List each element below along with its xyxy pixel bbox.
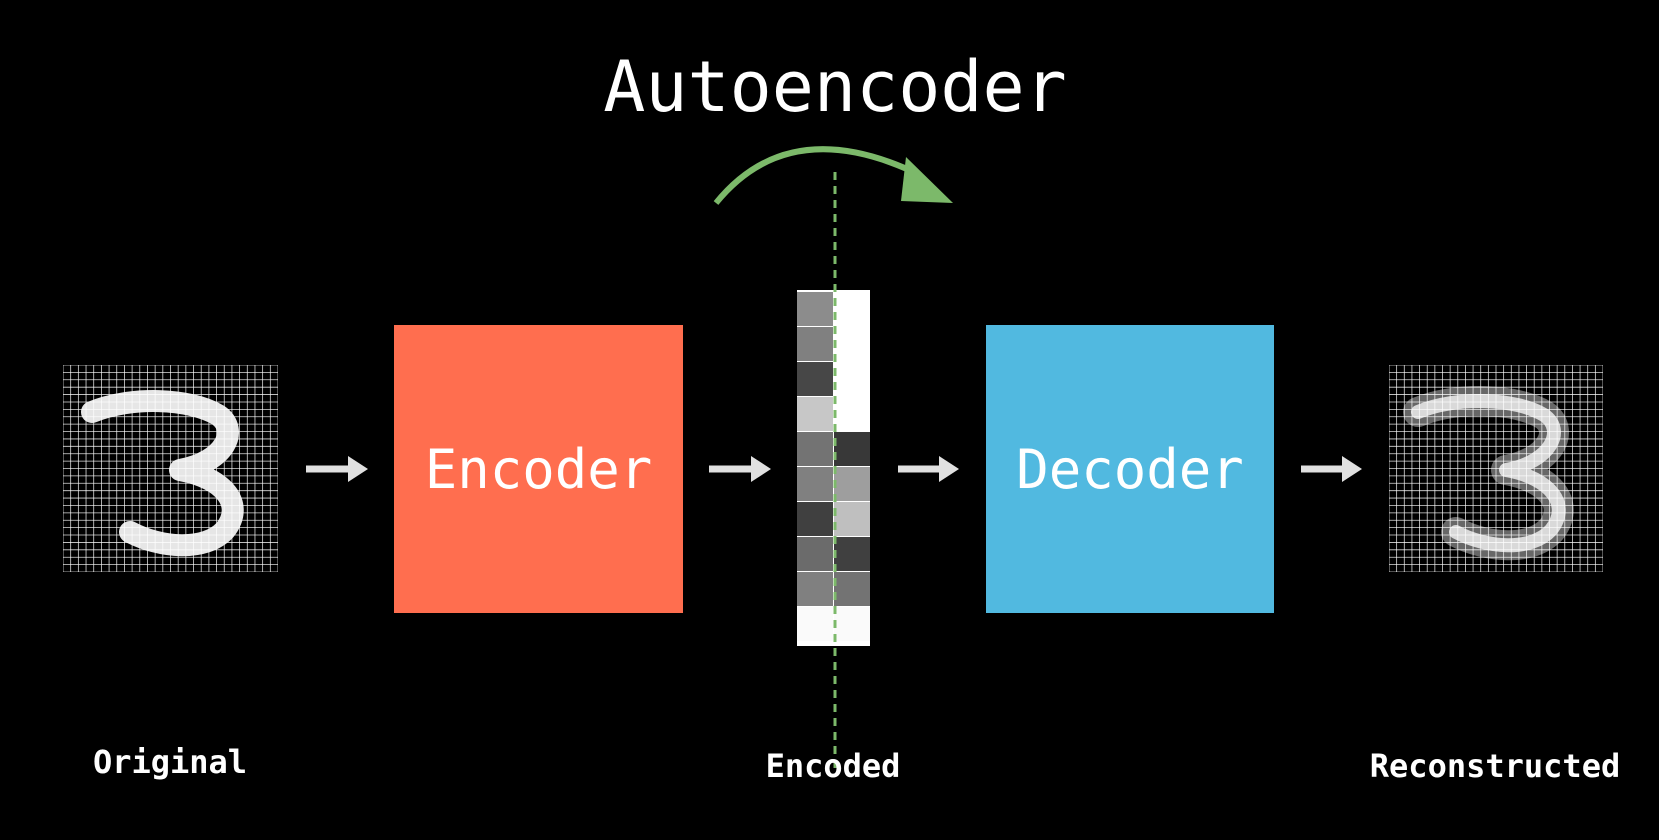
- encoded-cell: [797, 362, 833, 396]
- curved-arrow-icon: [713, 146, 953, 205]
- encoded-cell: [834, 397, 870, 431]
- encoded-cell: [797, 572, 833, 606]
- encoded-cell: [797, 432, 833, 466]
- encoded-cell: [834, 572, 870, 606]
- encoded-cell: [797, 397, 833, 431]
- encoded-cell: [797, 327, 833, 361]
- encoded-cell: [834, 502, 870, 536]
- encoder-block: Encoder: [394, 325, 683, 613]
- reconstructed-digit-image: [1389, 365, 1603, 572]
- arrow-right-icon: [898, 456, 959, 482]
- encoded-caption: Encoded: [765, 747, 901, 785]
- encoded-cell: [834, 537, 870, 571]
- encoded-cell: [797, 292, 833, 326]
- encoded-cell: [834, 607, 870, 641]
- original-digit-image: [63, 365, 278, 572]
- encoded-cell: [834, 292, 870, 326]
- encoded-cell: [797, 502, 833, 536]
- encoded-cell: [834, 432, 870, 466]
- encoded-cell: [797, 467, 833, 501]
- original-caption: Original: [92, 743, 248, 781]
- pixel-grid: [1389, 365, 1603, 572]
- encoded-cell: [797, 537, 833, 571]
- pixel-grid: [63, 365, 278, 572]
- encoded-cell: [797, 607, 833, 641]
- diagram-title: Autoencoder: [603, 46, 1067, 128]
- encoded-cell: [834, 327, 870, 361]
- encoded-cell: [834, 467, 870, 501]
- arrow-right-icon: [306, 456, 368, 482]
- decoder-label: Decoder: [1016, 437, 1244, 501]
- reconstructed-caption: Reconstructed: [1369, 747, 1621, 785]
- encoder-label: Encoder: [424, 437, 653, 501]
- decoder-block: Decoder: [986, 325, 1274, 613]
- arrow-right-icon: [1301, 456, 1362, 482]
- arrow-right-icon: [709, 456, 771, 482]
- encoded-cell: [834, 362, 870, 396]
